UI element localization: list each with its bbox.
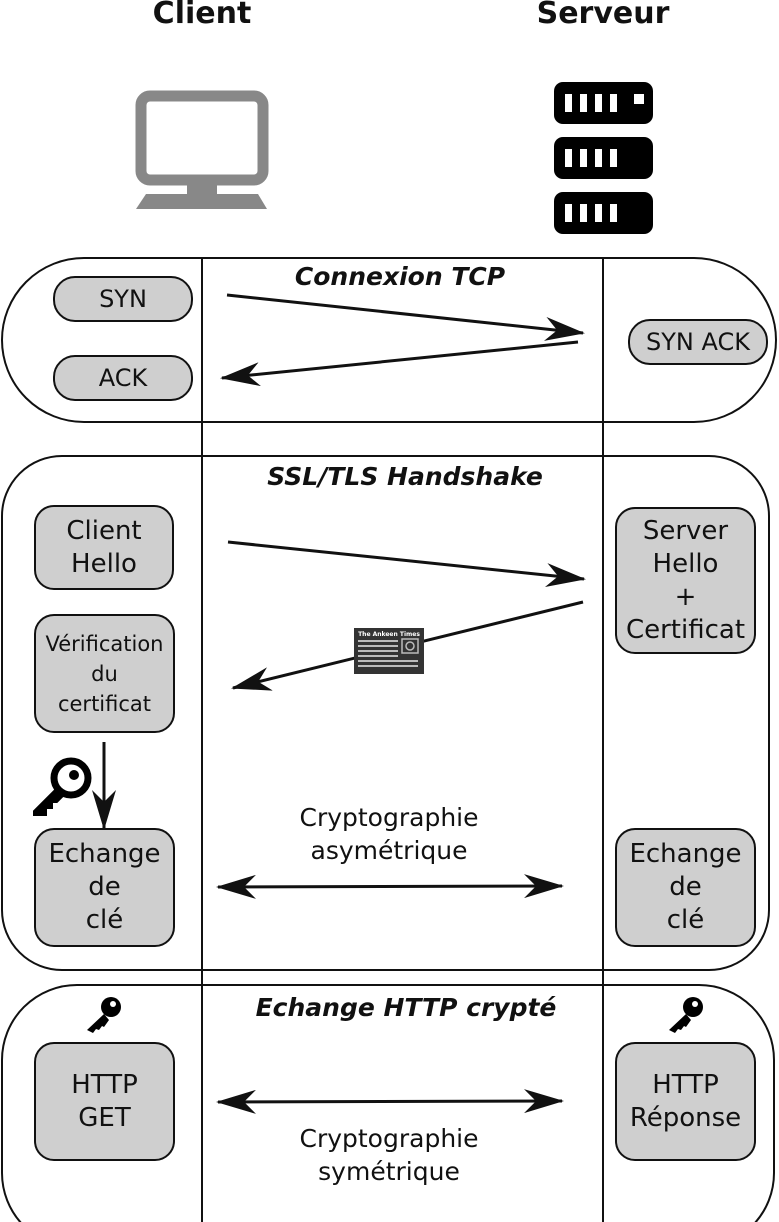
syn-ack-arrow: [220, 340, 579, 387]
server-hello-box: Server Hello + Certificat: [615, 507, 756, 654]
monitor-icon: [135, 90, 269, 209]
http-section-frame: [1, 984, 775, 1222]
http-get-box: HTTP GET: [34, 1042, 175, 1161]
certificate-verification-box: Vérification du certificat: [34, 614, 175, 733]
symmetric-crypto-label: Cryptographie symétrique: [299, 1124, 479, 1186]
tcp-section-frame: [1, 257, 777, 423]
http-section-title: Echange HTTP crypté: [255, 993, 557, 1022]
asymmetric-arrow: [216, 874, 564, 899]
asymmetric-crypto-label: Cryptographie asymétrique: [299, 803, 479, 865]
ack-label: ACK: [53, 355, 193, 401]
key-icon: [33, 757, 92, 816]
client-hello-arrow: [227, 540, 586, 588]
certificate-title: The Ankeen Times: [358, 631, 420, 638]
server-key-exchange-box: Echange de clé: [615, 828, 756, 947]
syn-ack-label: SYN ACK: [628, 319, 768, 365]
tls-section-title: SSL/TLS Handshake: [267, 462, 543, 491]
server-header: Serveur: [536, 0, 670, 31]
key-icon: [87, 997, 121, 1033]
syn-arrow: [226, 293, 585, 341]
tcp-section-title: Connexion TCP: [294, 262, 506, 291]
key-icon: [669, 997, 703, 1033]
tls-section-frame: [1, 455, 770, 971]
client-hello-box: Client Hello: [34, 505, 174, 590]
symmetric-arrow: [216, 1089, 564, 1114]
server-rack-icon: [554, 82, 653, 234]
certificate-document-icon: The Ankeen Times: [354, 628, 424, 674]
client-key-exchange-box: Echange de clé: [34, 828, 175, 947]
http-response-box: HTTP Réponse: [615, 1042, 756, 1161]
syn-label: SYN: [53, 276, 193, 322]
client-header: Client: [152, 0, 252, 31]
